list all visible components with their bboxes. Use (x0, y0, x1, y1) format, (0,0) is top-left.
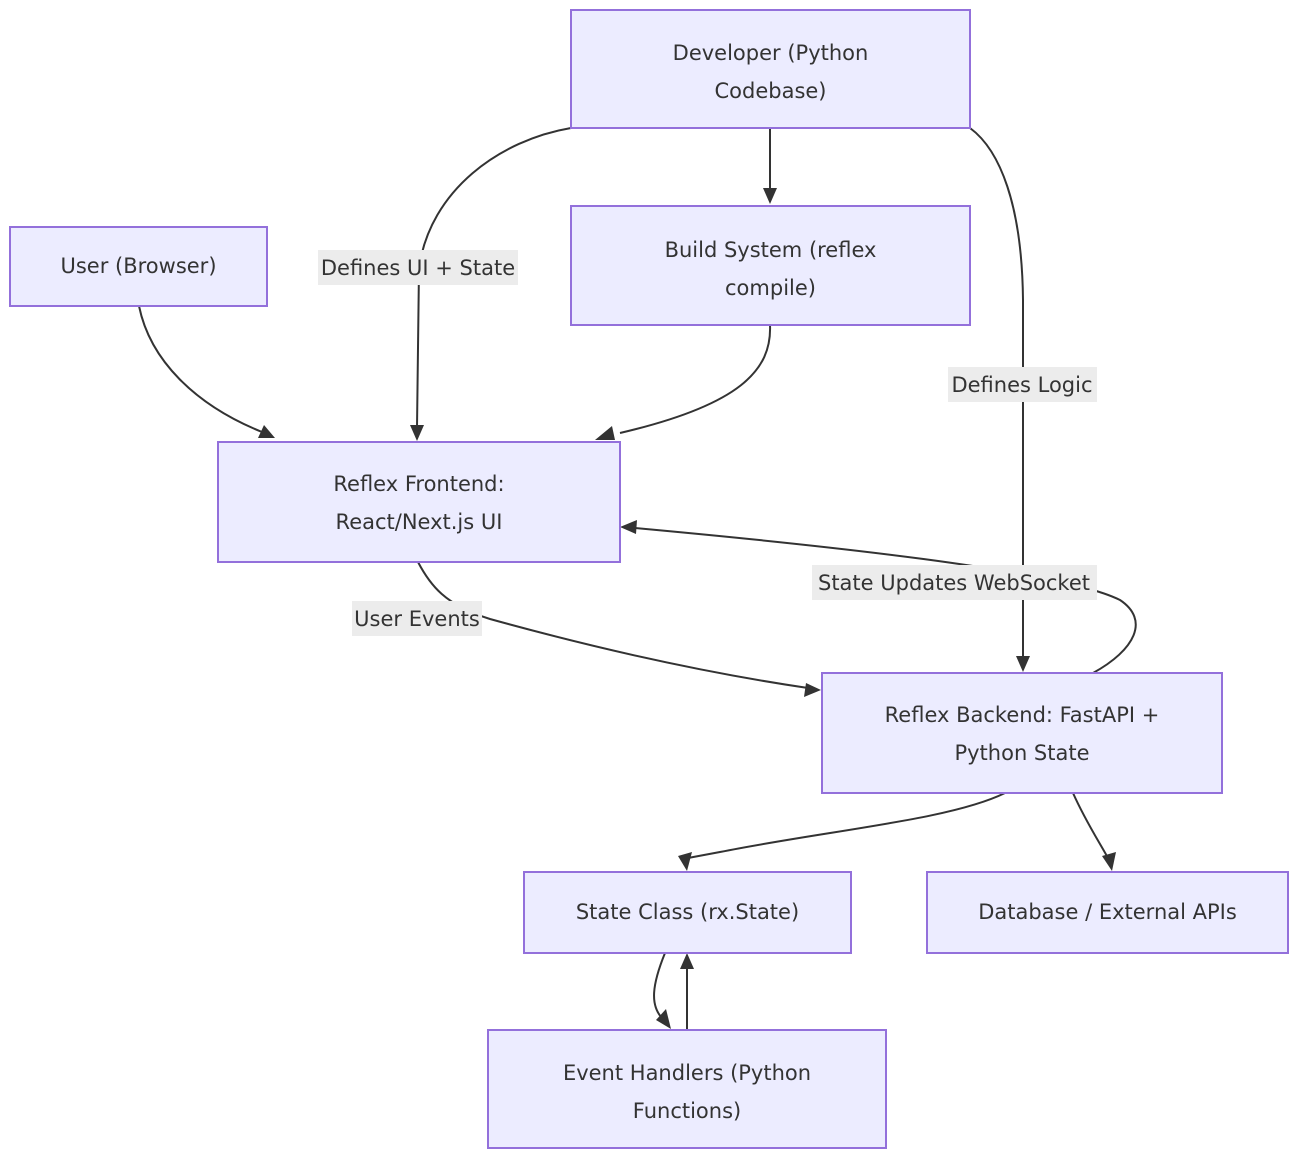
node-box[interactable] (217, 441, 621, 563)
edge-label-defines-ui-state: Defines UI + State (318, 250, 518, 285)
arrow-head-icon (410, 425, 424, 441)
edge-path (417, 561, 809, 689)
node-event-handlers[interactable]: Event Handlers (Python Functions) (487, 1029, 887, 1149)
arrow-head-icon (1102, 852, 1116, 871)
node-box[interactable] (570, 9, 971, 129)
node-box[interactable] (926, 871, 1289, 954)
edge-path (687, 792, 1006, 859)
node-label-line: Python State (954, 741, 1089, 765)
edge-path (619, 324, 772, 434)
edge-label-text: Defines Logic (951, 373, 1092, 397)
arrow-head-icon (680, 953, 694, 969)
edge-path (138, 305, 263, 433)
node-state-class[interactable]: State Class (rx.State) (523, 871, 852, 954)
edge-label-background (318, 250, 518, 285)
node-label-line: User (Browser) (60, 254, 216, 278)
arrow-head-icon (804, 683, 821, 697)
node-box[interactable] (9, 226, 268, 307)
node-user[interactable]: User (Browser) (9, 226, 268, 307)
node-label-line: State Class (rx.State) (576, 900, 799, 924)
edge-label-background (352, 601, 482, 636)
edge-user-to-frontend (138, 305, 275, 438)
node-label-line: Reflex Frontend: (333, 472, 504, 496)
node-reflex-frontend[interactable]: Reflex Frontend: React/Next.js UI (217, 441, 621, 563)
edge-frontend-to-backend (417, 561, 821, 697)
edge-path (969, 127, 1024, 659)
node-reflex-backend[interactable]: Reflex Backend: FastAPI + Python State (821, 672, 1223, 794)
edge-label-state-updates-websocket: State Updates WebSocket (812, 565, 1097, 600)
node-label-line: Developer (Python (673, 41, 869, 65)
arrow-head-icon (656, 1009, 671, 1029)
node-box[interactable] (821, 672, 1223, 794)
edge-label-text: State Updates WebSocket (818, 571, 1090, 595)
node-label-line: Codebase) (714, 79, 826, 103)
edge-backend-to-database (1072, 792, 1116, 871)
edge-label-text: Defines UI + State (321, 256, 515, 280)
node-box[interactable] (487, 1029, 887, 1149)
node-label-line: compile) (725, 276, 816, 300)
edge-developer-to-build (763, 128, 777, 204)
edge-state-class-to-handlers (653, 952, 671, 1029)
node-label-line: Functions) (633, 1099, 741, 1123)
node-layer: Developer (Python Codebase) User (Browse… (9, 9, 1289, 1149)
arrow-head-icon (678, 852, 692, 871)
arrow-head-icon (258, 425, 275, 438)
edge-path (634, 527, 1137, 674)
edge-label-text: User Events (354, 607, 480, 631)
node-label-line: React/Next.js UI (336, 510, 503, 534)
edge-label-background (948, 367, 1097, 402)
edge-label-background (812, 565, 1097, 600)
edge-label-user-events: User Events (352, 601, 482, 636)
arrow-head-icon (1016, 656, 1030, 672)
node-label-line: Event Handlers (Python (563, 1061, 811, 1085)
arrow-head-icon (620, 520, 637, 534)
node-build-system[interactable]: Build System (reflex compile) (570, 205, 971, 326)
node-label-line: Reflex Backend: FastAPI + (885, 703, 1160, 727)
node-database[interactable]: Database / External APIs (926, 871, 1289, 954)
node-developer[interactable]: Developer (Python Codebase) (570, 9, 971, 129)
node-label-line: Database / External APIs (978, 900, 1237, 924)
edge-label-defines-logic: Defines Logic (948, 367, 1097, 402)
node-box[interactable] (570, 205, 971, 326)
node-label-line: Build System (reflex (665, 238, 877, 262)
edge-build-to-frontend (595, 324, 772, 440)
edge-backend-to-state-class (678, 792, 1006, 871)
edge-path (1072, 792, 1109, 859)
edge-label-layer: Defines UI + State Defines Logic User Ev… (318, 250, 1097, 636)
node-box[interactable] (523, 871, 852, 954)
edge-handlers-to-state-class (680, 953, 694, 1030)
arrow-head-icon (595, 426, 615, 440)
edge-developer-to-backend (969, 127, 1030, 672)
edge-path (653, 952, 666, 1019)
arrow-head-icon (763, 188, 777, 204)
